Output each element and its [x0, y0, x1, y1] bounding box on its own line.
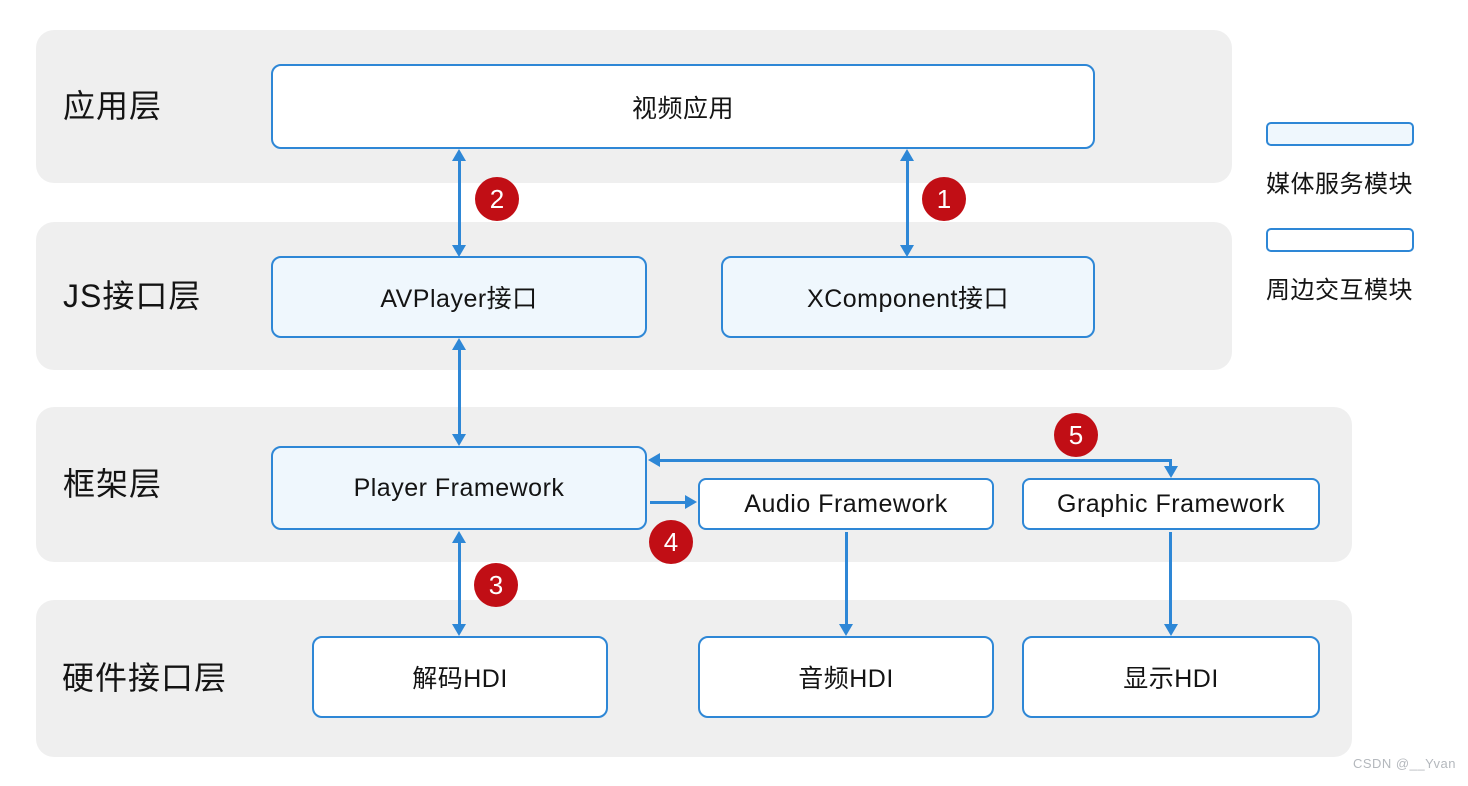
arrowhead-up-icon — [452, 531, 466, 543]
arrowhead-down-icon — [839, 624, 853, 636]
arrowhead-down-icon — [452, 624, 466, 636]
node-decode-hdi: 解码HDI — [312, 636, 608, 718]
arrow-line — [1169, 461, 1172, 468]
step-badge-3: 3 — [474, 563, 518, 607]
step-badge-5: 5 — [1054, 413, 1098, 457]
legend-label-peripheral: 周边交互模块 — [1266, 277, 1413, 304]
label-hardware-interface-layer: 硬件接口层 — [62, 660, 228, 696]
node-xcomponent-api: XComponent接口 — [721, 256, 1095, 338]
label-framework-layer: 框架层 — [63, 466, 163, 502]
step-badge-1: 1 — [922, 177, 966, 221]
arrowhead-up-icon — [452, 338, 466, 350]
arrow-line — [458, 159, 461, 245]
arrowhead-up-icon — [452, 149, 466, 161]
arrowhead-down-icon — [900, 245, 914, 257]
arrow-line — [845, 532, 848, 625]
arrowhead-right-icon — [685, 495, 697, 509]
arrowhead-left-icon — [648, 453, 660, 467]
arrowhead-down-icon — [1164, 624, 1178, 636]
arrow-line — [1169, 532, 1172, 625]
legend-swatch-media-service — [1266, 122, 1414, 146]
node-avplayer-api: AVPlayer接口 — [271, 256, 647, 338]
node-video-app: 视频应用 — [271, 64, 1095, 149]
step-badge-4: 4 — [649, 520, 693, 564]
arrowhead-down-icon — [452, 245, 466, 257]
legend-swatch-peripheral — [1266, 228, 1414, 252]
step-badge-2: 2 — [475, 177, 519, 221]
arrow-line — [650, 501, 686, 504]
node-display-hdi: 显示HDI — [1022, 636, 1320, 718]
label-application-layer: 应用层 — [63, 88, 163, 124]
watermark: CSDN @__Yvan — [1352, 756, 1456, 771]
arrowhead-up-icon — [900, 149, 914, 161]
arrow-line — [659, 459, 1172, 462]
legend-label-media-service: 媒体服务模块 — [1266, 171, 1413, 198]
node-graphic-framework: Graphic Framework — [1022, 478, 1320, 530]
node-audio-hdi: 音频HDI — [698, 636, 994, 718]
node-player-framework: Player Framework — [271, 446, 647, 530]
arrowhead-down-icon — [452, 434, 466, 446]
arrow-line — [458, 541, 461, 625]
label-js-interface-layer: JS接口层 — [63, 278, 202, 314]
node-audio-framework: Audio Framework — [698, 478, 994, 530]
arrow-line — [906, 159, 909, 245]
arrow-line — [458, 348, 461, 434]
arrowhead-down-icon — [1164, 466, 1178, 478]
